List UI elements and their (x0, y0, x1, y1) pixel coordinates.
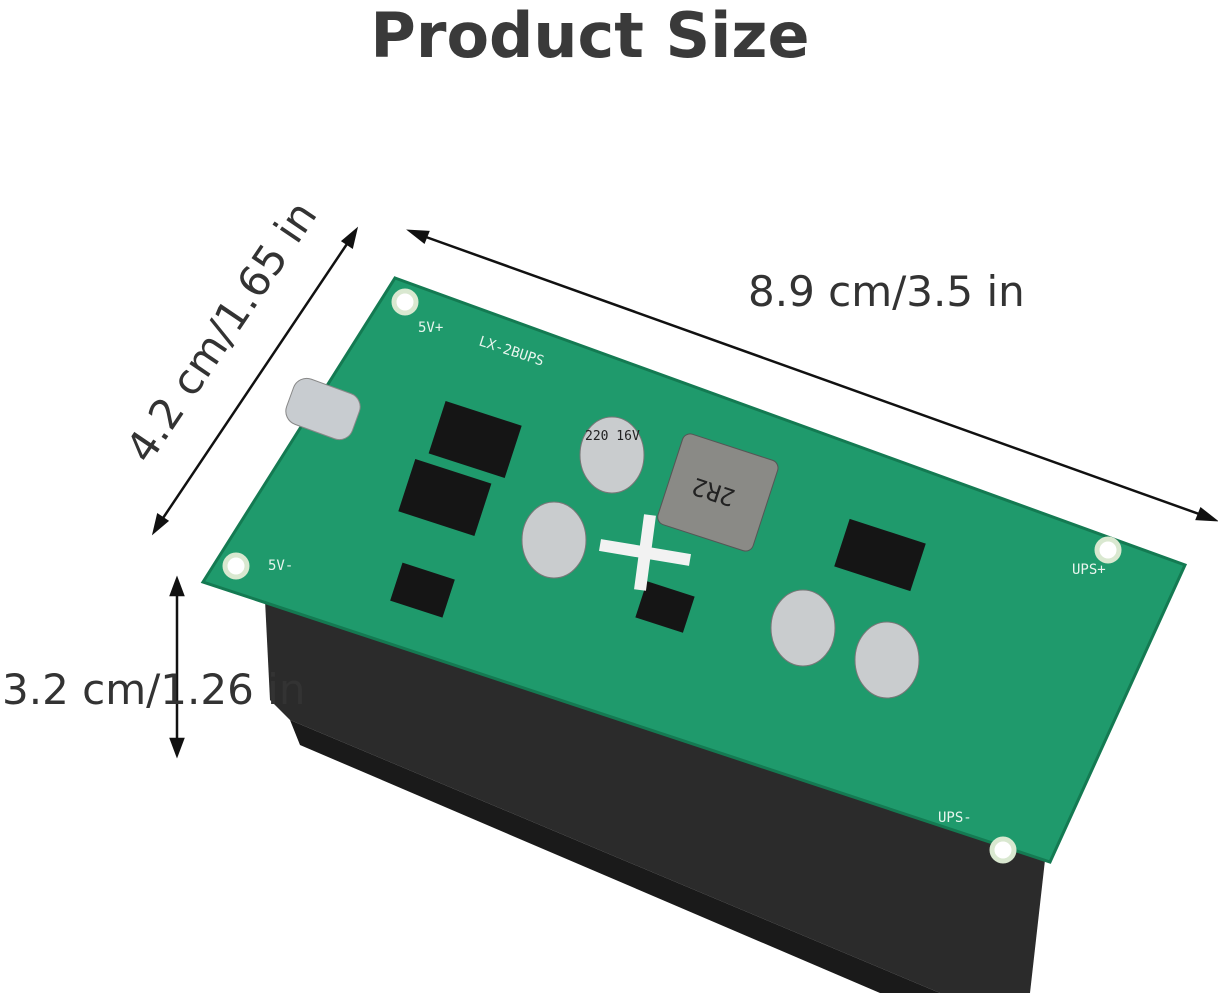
inductor (657, 433, 779, 552)
capacitors (521, 416, 920, 699)
mount-hole (222, 552, 250, 580)
label-ups-plus: UPS+ (1072, 562, 1106, 578)
battery-holder-side (290, 720, 940, 993)
dimension-arrow-height (169, 575, 185, 759)
ic-chip (428, 401, 522, 479)
silkscreen-cross (599, 514, 691, 591)
dimension-arrow-length (406, 229, 1218, 522)
mount-hole (391, 288, 419, 316)
battery-holder (265, 600, 1045, 993)
page-title: Product Size (370, 0, 810, 72)
label-5v-plus: 5V+ (418, 320, 443, 336)
ic-chip (390, 562, 455, 618)
ic-chip (398, 458, 492, 536)
capacitor-label: 220 16V (585, 429, 640, 444)
ic-chip (834, 518, 926, 592)
dimension-arrow-width (151, 226, 359, 536)
ic-chip (635, 581, 695, 633)
usb-c-connector (285, 377, 361, 441)
label-ups-minus: UPS- (938, 810, 972, 826)
dimension-height-label: 3.2 cm/1.26 in (2, 665, 306, 714)
dimension-length-label: 8.9 cm/3.5 in (748, 267, 1025, 316)
mount-hole (989, 836, 1017, 864)
mount-hole (1094, 536, 1122, 564)
label-5v-minus: 5V- (268, 558, 293, 574)
